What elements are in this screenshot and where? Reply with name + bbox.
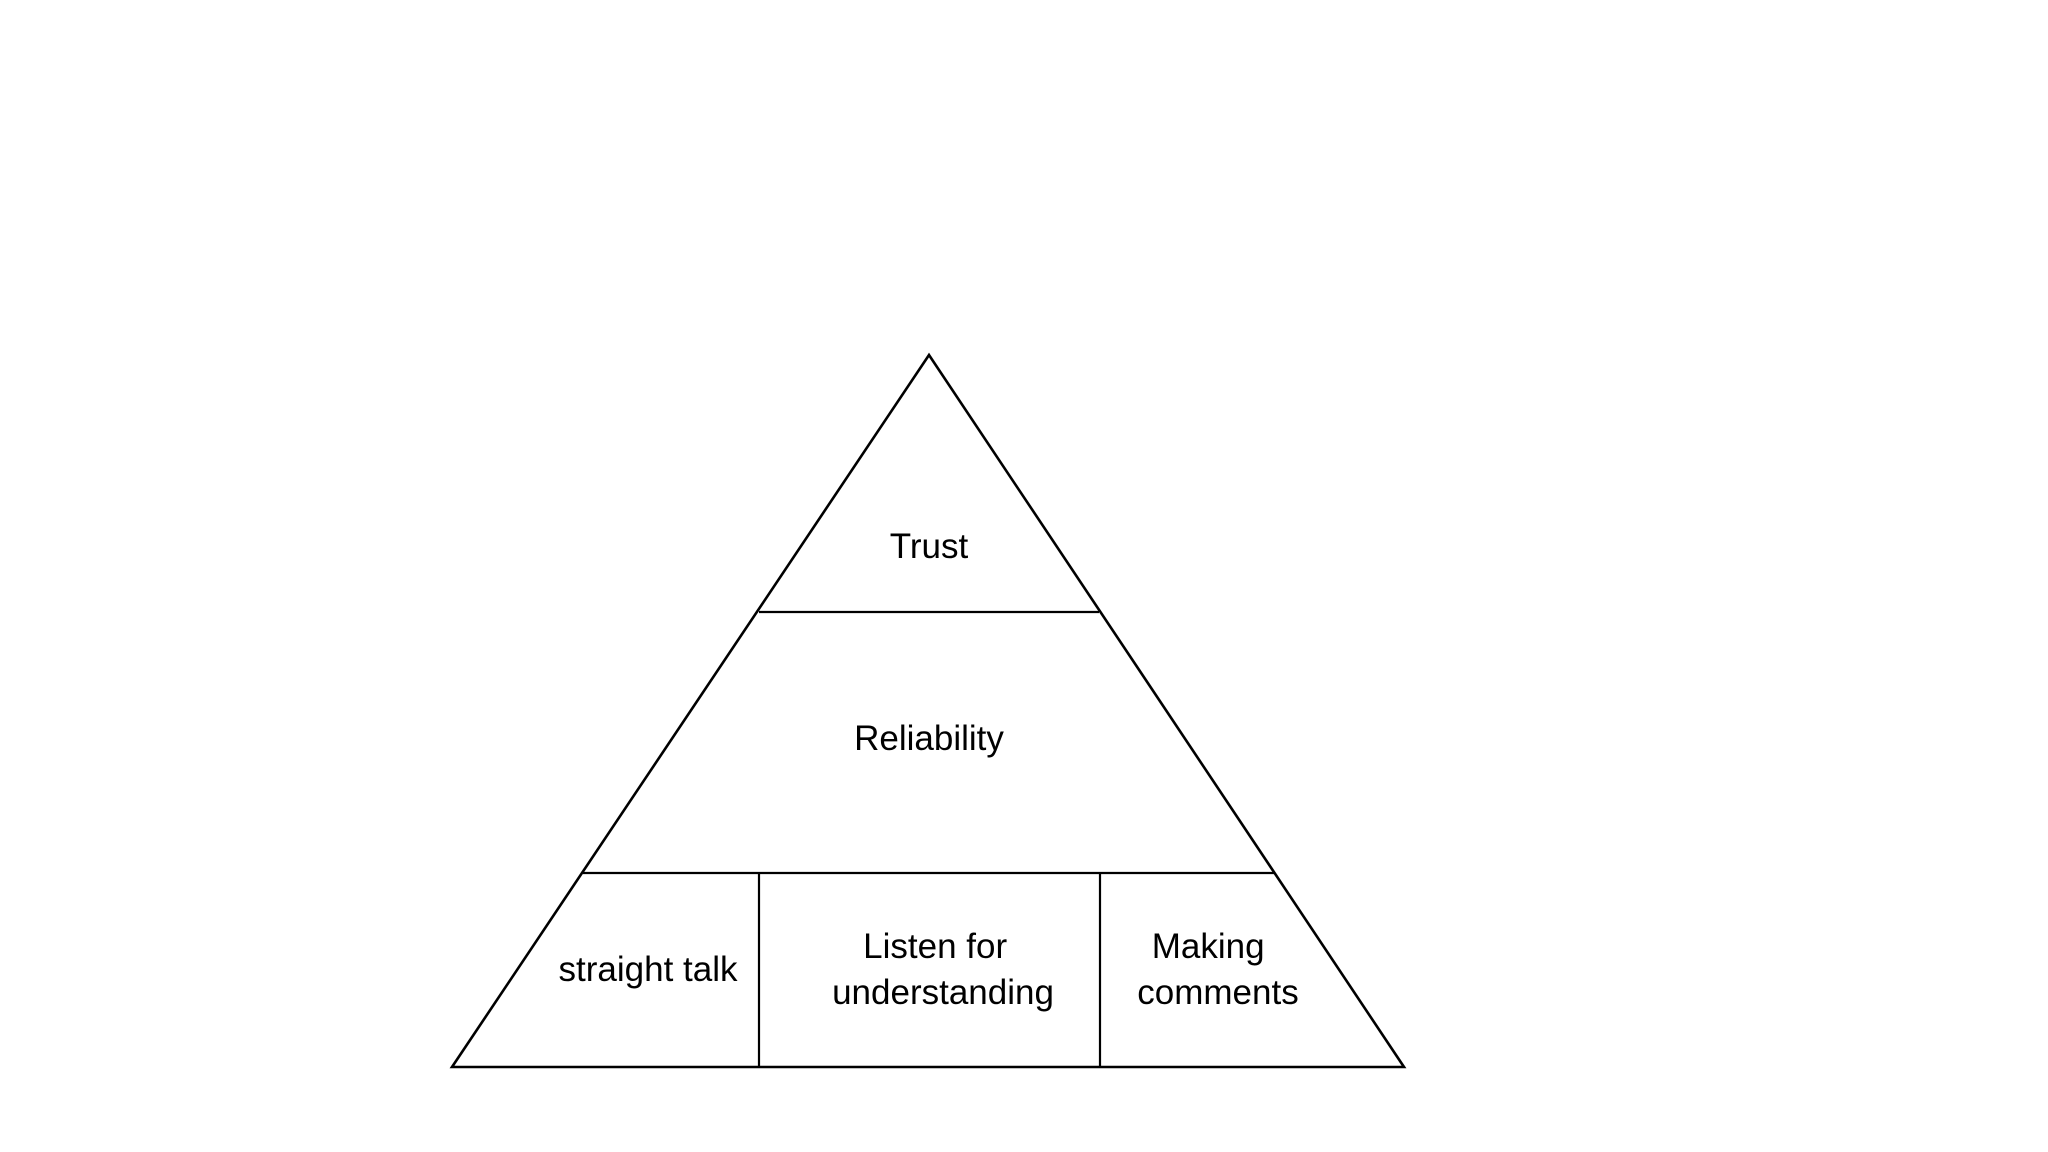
level-reliability-label: Reliability xyxy=(854,719,1004,758)
base-straight-talk-label: straight talk xyxy=(559,950,738,989)
base-listen-label: Listen for understanding xyxy=(832,927,1054,1012)
base-making-comments-label: Making comments xyxy=(1137,927,1298,1012)
level-trust-label: Trust xyxy=(890,527,969,566)
pyramid-outline xyxy=(449,352,1407,1069)
